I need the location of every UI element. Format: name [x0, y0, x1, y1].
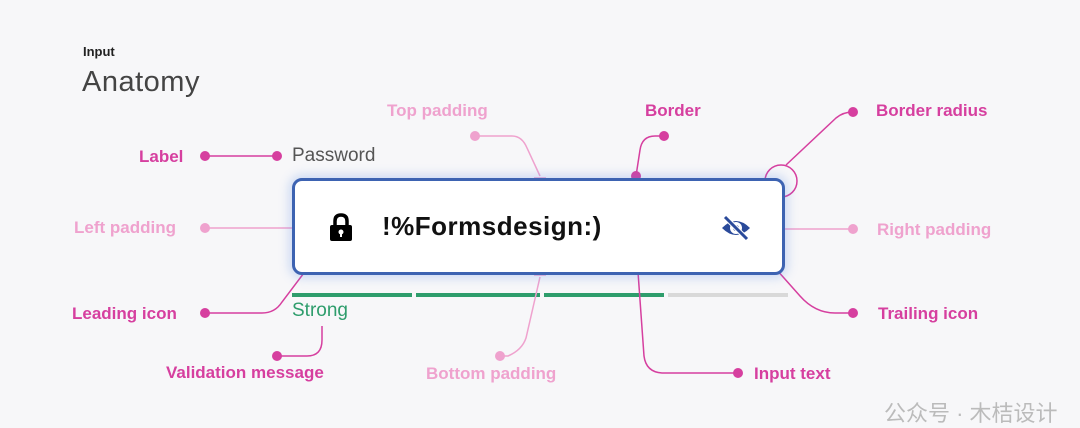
annotation-trailing-icon: Trailing icon: [878, 304, 979, 323]
annotation-leading-icon: Leading icon: [72, 304, 177, 323]
section-eyebrow: Input: [83, 44, 115, 59]
annotation-border: Border: [645, 101, 701, 120]
annotation-validation-message: Validation message: [166, 363, 324, 382]
annotation-label: Label: [139, 147, 184, 166]
annotation-border-radius: Border radius: [876, 101, 988, 120]
annotation-left-padding: Left padding: [74, 218, 176, 237]
eye-off-icon[interactable]: [720, 214, 752, 242]
validation-message: Strong: [292, 300, 348, 321]
annotation-top-padding: Top padding: [387, 101, 488, 120]
strength-segment-3: [544, 293, 664, 297]
page-title: Anatomy: [82, 66, 200, 98]
password-input[interactable]: [292, 178, 785, 275]
strength-segment-1: [292, 293, 412, 297]
annotation-bottom-padding: Bottom padding: [426, 364, 557, 383]
strength-segment-4: [668, 293, 788, 297]
annotation-right-padding: Right padding: [877, 220, 992, 239]
watermark: 公众号 · 木桔设计: [884, 401, 1058, 426]
field-label: Password: [292, 145, 376, 166]
annotation-input-text: Input text: [754, 364, 831, 383]
lock-icon: [330, 213, 352, 241]
strength-segment-2: [416, 293, 540, 297]
input-value: !%Formsdesign:): [382, 211, 602, 241]
